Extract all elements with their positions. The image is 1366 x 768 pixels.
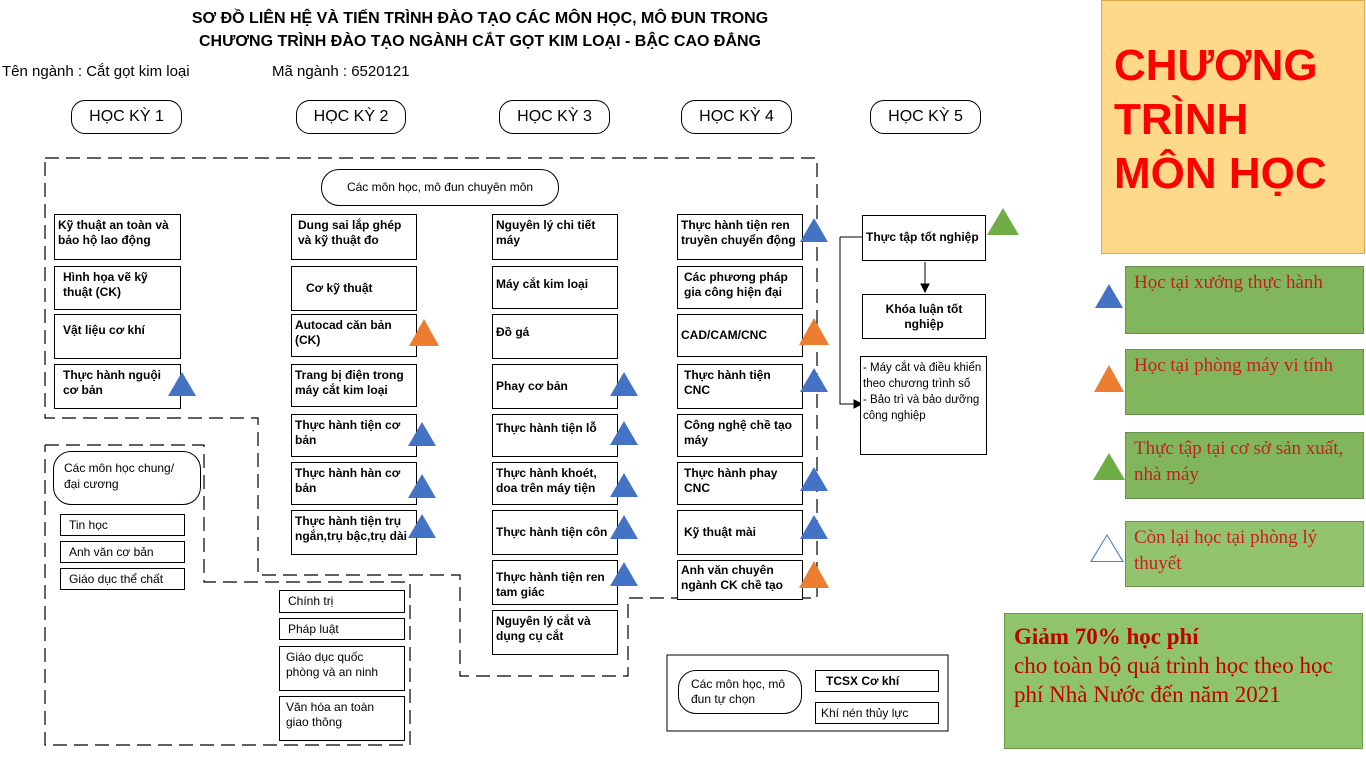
general-course-box: Chính trị	[279, 590, 405, 613]
title-line-2: CHƯƠNG TRÌNH ĐÀO TẠO NGÀNH CẮT GỌT KIM L…	[199, 33, 761, 50]
course-box: Thực hành tiện CNC	[677, 364, 803, 409]
course-box: Kỹ thuật an toàn và bảo hộ lao động	[54, 214, 181, 260]
course-box: Thực hành tiện cơ bản	[291, 414, 417, 457]
major-name: Tên ngành : Cắt gọt kim loại	[2, 63, 190, 80]
general-subjects-label: Các môn học chung/ đại cương	[53, 451, 201, 505]
workshop-triangle-icon	[800, 218, 828, 242]
elective-subjects-label: Các môn học, mô đun tự chọn	[678, 670, 802, 714]
general-course-box: Anh văn cơ bản	[60, 541, 185, 563]
course-box: Kỹ thuật mài	[677, 510, 803, 555]
workshop-triangle-icon	[610, 562, 638, 586]
general-course-box: Giáo dục thể chất	[60, 568, 185, 590]
course-box: Hình họa vẽ kỹ thuật (CK)	[54, 266, 181, 310]
legend-factory-text: Thực tập tại cơ sở sản xuất, nhà máy	[1125, 432, 1364, 499]
specialized-subjects-label: Các môn học, mô đun chuyên môn	[321, 169, 559, 206]
semester-5-header: HỌC KỲ 5	[870, 100, 981, 134]
promo-body: cho toàn bộ quá trình học theo học phí N…	[1014, 653, 1333, 707]
title-line-1: SƠ ĐỒ LIÊN HỆ VÀ TIẾN TRÌNH ĐÀO TẠO CÁC …	[191, 10, 769, 27]
workshop-triangle-icon	[408, 422, 436, 446]
computer-lab-triangle-icon	[409, 319, 439, 346]
course-box: Thực hành tiện lỗ	[492, 414, 618, 457]
course-box: Đồ gá	[492, 314, 618, 359]
semester-1-header: HỌC KỲ 1	[71, 100, 182, 134]
course-box: Thực hành tiện côn	[492, 510, 618, 555]
course-box: Autocad căn bản (CK)	[291, 314, 417, 357]
workshop-triangle-icon	[168, 372, 196, 396]
course-box: Thực hành hàn cơ bản	[291, 462, 417, 505]
workshop-triangle-icon	[610, 473, 638, 497]
workshop-triangle-icon	[800, 515, 828, 539]
workshop-triangle-icon	[408, 514, 436, 538]
course-box: Các phương pháp gia công hiện đại	[677, 266, 803, 309]
course-box: Thực hành tiện ren truyền chuyển động	[677, 214, 803, 260]
alternative-courses-box: - Máy cắt và điều khiển theo chương trìn…	[860, 356, 987, 455]
course-box: Nguyên lý cắt và dụng cụ cắt	[492, 610, 618, 655]
course-box: CAD/CAM/CNC	[677, 314, 803, 357]
course-box: Thực hành tiện trụ ngắn,trụ bậc,trụ dài	[291, 510, 417, 555]
workshop-triangle-icon	[610, 372, 638, 396]
course-box: Dung sai lắp ghép và kỹ thuật đo	[291, 214, 417, 260]
course-box: Thực hành phay CNC	[677, 462, 803, 505]
program-title: CHƯƠNG TRÌNH MÔN HỌC	[1101, 0, 1365, 254]
legend-factory-icon	[1093, 453, 1125, 480]
workshop-triangle-icon	[408, 474, 436, 498]
legend-workshop-icon	[1095, 284, 1123, 308]
course-box: Thực hành khoét, doa trên máy tiện	[492, 462, 618, 505]
workshop-triangle-icon	[800, 368, 828, 392]
course-box: Nguyên lý chi tiết máy	[492, 214, 618, 260]
page-title: SƠ ĐỒ LIÊN HỆ VÀ TIẾN TRÌNH ĐÀO TẠO CÁC …	[110, 7, 850, 53]
semester-2-header: HỌC KỲ 2	[296, 100, 406, 134]
major-code: Mã ngành : 6520121	[272, 63, 410, 80]
workshop-triangle-icon	[610, 421, 638, 445]
semester-3-header: HỌC KỲ 3	[499, 100, 610, 134]
course-box: Anh văn chuyên ngành CK chề tạo	[677, 560, 803, 600]
factory-triangle-icon	[987, 208, 1019, 235]
course-box: Cơ kỹ thuật	[291, 266, 417, 311]
course-box: Thực hành tiện ren tam giác	[492, 560, 618, 605]
promo-headline: Giảm 70% học phí	[1014, 624, 1199, 649]
general-course-box: Giáo dục quốc phòng và an ninh	[279, 646, 405, 691]
workshop-triangle-icon	[800, 467, 828, 491]
general-course-box: Tin học	[60, 514, 185, 536]
computer-lab-triangle-icon	[799, 561, 829, 588]
computer-lab-triangle-icon	[799, 318, 829, 345]
general-course-box: Pháp luật	[279, 618, 405, 640]
course-box: Máy cắt kim loại	[492, 266, 618, 309]
elective-course-box: TCSX Cơ khí	[815, 670, 939, 692]
legend-workshop-text: Học tại xưởng thực hành	[1125, 266, 1364, 334]
elective-course-box: Khí nén thủy lực	[815, 702, 939, 724]
legend-theory-room-icon	[1090, 534, 1124, 562]
semester-4-header: HỌC KỲ 4	[681, 100, 792, 134]
general-course-box: Văn hóa an toàn giao thông	[279, 696, 405, 741]
tuition-promo: Giảm 70% học phí cho toàn bộ quá trình h…	[1004, 613, 1363, 749]
internship-box: Thực tập tốt nghiệp	[862, 215, 986, 261]
course-box: Trang bị điện trong máy cắt kim loại	[291, 364, 417, 407]
thesis-box: Khóa luận tốt nghiệp	[862, 294, 986, 339]
course-box: Thực hành nguội cơ bản	[54, 364, 181, 409]
legend-computer-lab-text: Học tại phòng máy vi tính	[1125, 349, 1364, 415]
course-box: Vật liệu cơ khí	[54, 314, 181, 359]
course-box: Công nghệ chề tạo máy	[677, 414, 803, 457]
course-box: Phay cơ bản	[492, 364, 618, 409]
workshop-triangle-icon	[610, 515, 638, 539]
legend-computer-lab-icon	[1094, 365, 1124, 392]
legend-theory-room-text: Còn lại học tại phòng lý thuyết	[1125, 521, 1364, 587]
